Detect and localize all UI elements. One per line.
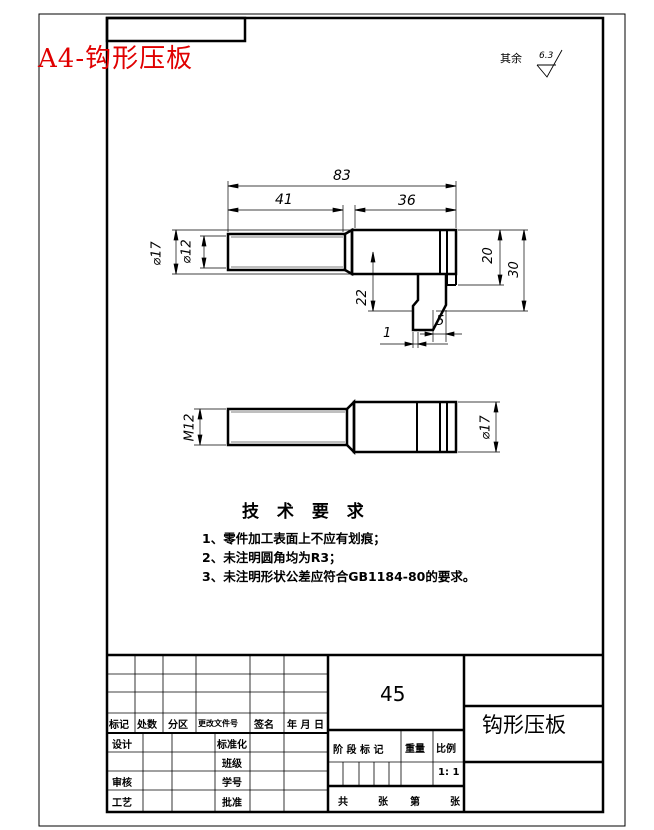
part-top-view (226, 227, 458, 332)
dim-right-length: 36 (398, 193, 416, 209)
total-label: 共 (338, 797, 348, 808)
stage-mark-label: 阶 段 标 记 (333, 745, 384, 756)
sheets-label-2: 张 (450, 797, 460, 808)
roughness-symbol (536, 49, 563, 78)
top-dimensions (172, 181, 528, 348)
rev-header-sign: 签名 (254, 720, 274, 731)
title-block-grid (107, 653, 603, 812)
code-box (105, 16, 247, 43)
dim-height-20: 20 (480, 247, 496, 264)
roughness-note: 其余 (500, 52, 522, 65)
dim-dia17-bottom: ⌀17 (478, 415, 494, 440)
dim-height-30: 30 (506, 261, 522, 278)
standardize-label: 标准化 (217, 740, 247, 751)
sheets-label-1: 张 (378, 797, 388, 808)
scale-value: 1: 1 (438, 767, 460, 778)
rev-header-mark: 标记 (109, 720, 129, 731)
page-label: 第 (410, 797, 420, 808)
dim-dia12-top: ⌀12 (179, 239, 195, 264)
approve-label: 批准 (222, 798, 242, 809)
process-label: 工艺 (112, 798, 132, 809)
rev-header-count: 处数 (137, 720, 157, 731)
dim-total-length: 83 (333, 168, 351, 184)
part-front-view (226, 398, 458, 456)
weight-label: 重量 (405, 744, 425, 755)
student-no-label: 学号 (222, 778, 242, 789)
roughness-value: 6.3 (539, 51, 554, 61)
dim-thread-m12: M12 (182, 413, 198, 442)
dim-dia17-top: ⌀17 (149, 241, 165, 266)
dim-slot-5: 5 (436, 314, 445, 329)
inner-frame (105, 16, 605, 814)
material: 45 (380, 682, 406, 706)
review-label: 审核 (112, 778, 132, 789)
requirement-item-2: 2、未注明圆角均为R3； (202, 550, 342, 565)
scale-label: 比例 (436, 744, 456, 755)
class-label: 班级 (222, 759, 242, 770)
sheet-format-label: A4-钩形压板 (38, 44, 194, 74)
requirement-item-1: 1、零件加工表面上不应有划痕； (202, 531, 386, 546)
requirement-item-3: 3、未注明形状公差应符合GB1184-80的要求。 (202, 569, 476, 584)
dim-left-length: 41 (275, 192, 293, 208)
front-dimensions (194, 401, 500, 453)
dim-slot-22: 22 (354, 289, 370, 306)
part-name: 钩形压板 (482, 713, 566, 737)
design-label: 设计 (112, 740, 132, 751)
rev-header-date: 年 月 日 (287, 720, 324, 731)
rev-header-zone: 分区 (168, 720, 188, 731)
requirements-heading: 技 术 要 求 (242, 502, 370, 522)
dim-step-1: 1 (383, 326, 392, 341)
outer-border (38, 13, 626, 827)
rev-header-docno: 更改文件号 (198, 719, 238, 728)
